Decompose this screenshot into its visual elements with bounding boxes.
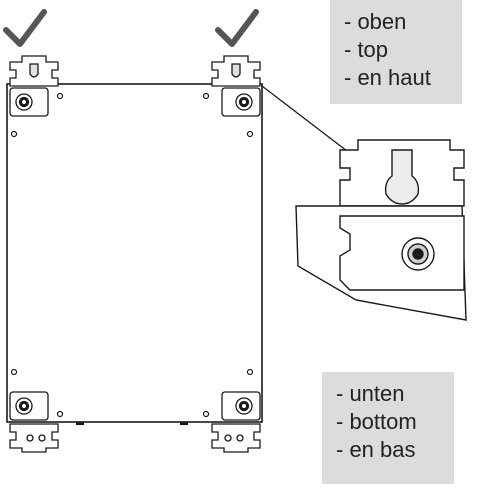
label-top-fr: - en haut (344, 65, 431, 90)
label-top: - oben - top - en haut (330, 0, 462, 104)
device-body (6, 83, 263, 423)
bracket-top-right (211, 55, 261, 117)
label-bottom-de: - unten (336, 381, 405, 406)
checkmark-icon (215, 9, 259, 47)
label-bottom: - unten - bottom - en bas (322, 372, 454, 484)
bottom-feet (76, 422, 188, 425)
bracket-top-left (9, 55, 59, 117)
body-holes (10, 92, 254, 418)
label-top-en: - top (344, 37, 389, 62)
label-bottom-fr: - en bas (336, 437, 416, 462)
bracket-bottom-right (211, 391, 261, 453)
bracket-bottom-left (9, 391, 59, 453)
detail-view (295, 139, 467, 321)
label-bottom-en: - bottom (336, 409, 417, 434)
label-top-de: - oben (344, 9, 407, 34)
checkmark-icon (3, 9, 47, 47)
